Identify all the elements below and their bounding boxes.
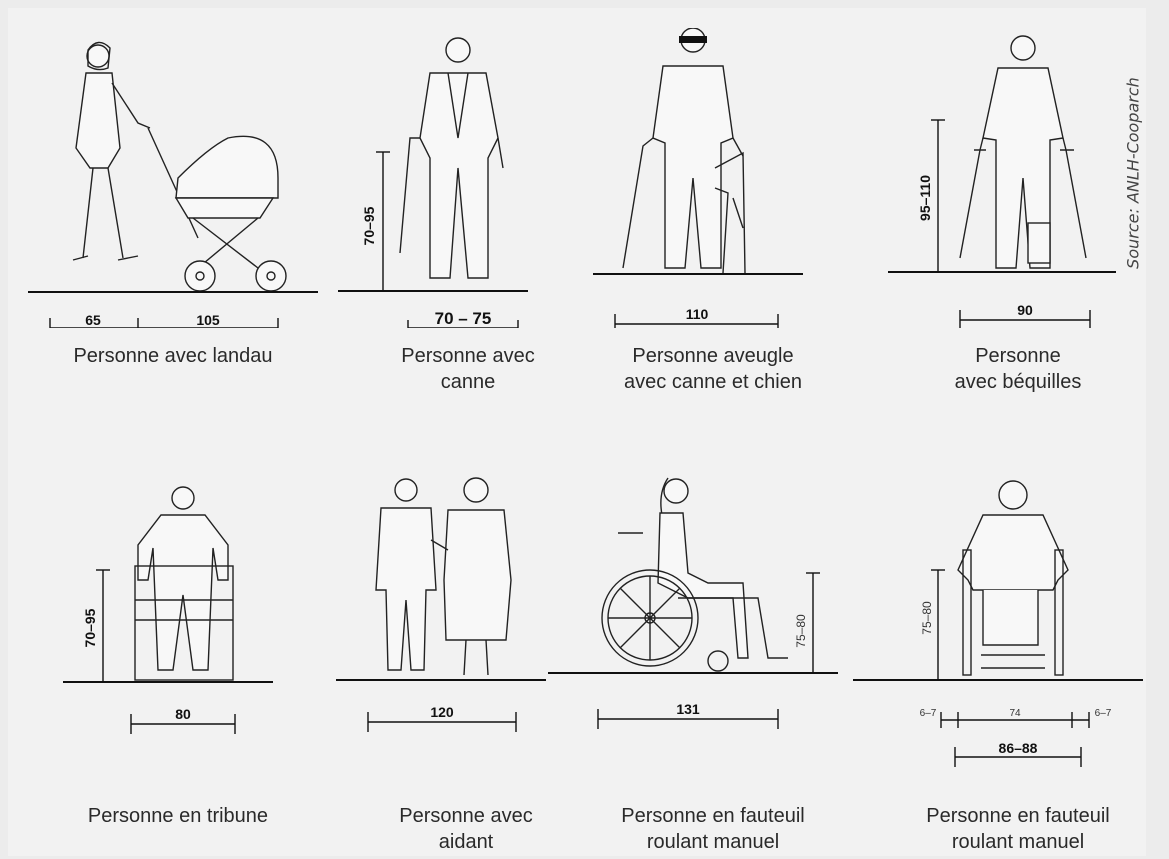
caption-walker: Personne en tribune: [38, 803, 318, 829]
figure-cane: 70–95 70 – 75: [338, 28, 628, 328]
caption-line: Personne aveugle: [632, 345, 794, 367]
figure-helper: 120: [336, 470, 626, 770]
figure-walker: 70–95 80: [63, 470, 353, 770]
wheelchair-side-drawing: [548, 477, 838, 729]
cane-drawing: [338, 37, 528, 328]
caption-line: Personne avec: [399, 805, 533, 827]
caption-wheelchair-front: Personne en fauteuil roulant manuel: [878, 803, 1158, 855]
blind-drawing: [593, 28, 803, 328]
figure-blind: 110: [593, 28, 883, 328]
caption-line: Personne avec: [401, 345, 535, 367]
helper-drawing: [336, 477, 546, 732]
caption-line: Personne en fauteuil: [621, 805, 805, 827]
caption-line: aidant: [438, 831, 494, 853]
figure-wheelchair-front: 75–80 6–7 74 6–7 86–88: [853, 470, 1143, 770]
diagram-panel: 65 105 Personne avec landau 70–95 70 – 7…: [8, 8, 1146, 856]
caption-line: Personne: [975, 345, 1061, 367]
caption-helper: Personne avec aidant: [326, 803, 606, 855]
caption-line: Personne en fauteuil: [926, 805, 1110, 827]
caption-line: avec béquilles: [954, 371, 1082, 393]
figure-wheelchair-side: 75–80 131: [548, 463, 838, 763]
source-credit: Source: ANLH-Cooparch: [1118, 28, 1148, 318]
caption-blind: Personne aveugle avec canne et chien: [573, 343, 853, 395]
caption-line: avec canne et chien: [624, 371, 802, 393]
pram-drawing: [28, 41, 318, 328]
crutches-drawing: [888, 35, 1116, 328]
caption-line: Personne avec landau: [73, 345, 273, 367]
caption-line: Personne en tribune: [87, 805, 269, 827]
caption-wheelchair-side: Personne en fauteuil roulant manuel: [573, 803, 853, 855]
caption-cane: Personne avec canne: [328, 343, 608, 395]
caption-pram: Personne avec landau: [33, 343, 313, 369]
source-text: Source: ANLH-Cooparch: [1123, 77, 1143, 269]
caption-line: roulant manuel: [646, 831, 780, 853]
figure-pram: 65 105: [28, 28, 318, 328]
caption-line: roulant manuel: [951, 831, 1085, 853]
walker-drawing: [63, 486, 273, 734]
caption-line: canne: [440, 371, 496, 393]
wheelchair-front-drawing: [853, 480, 1143, 767]
caption-crutches: Personne avec béquilles: [878, 343, 1158, 395]
